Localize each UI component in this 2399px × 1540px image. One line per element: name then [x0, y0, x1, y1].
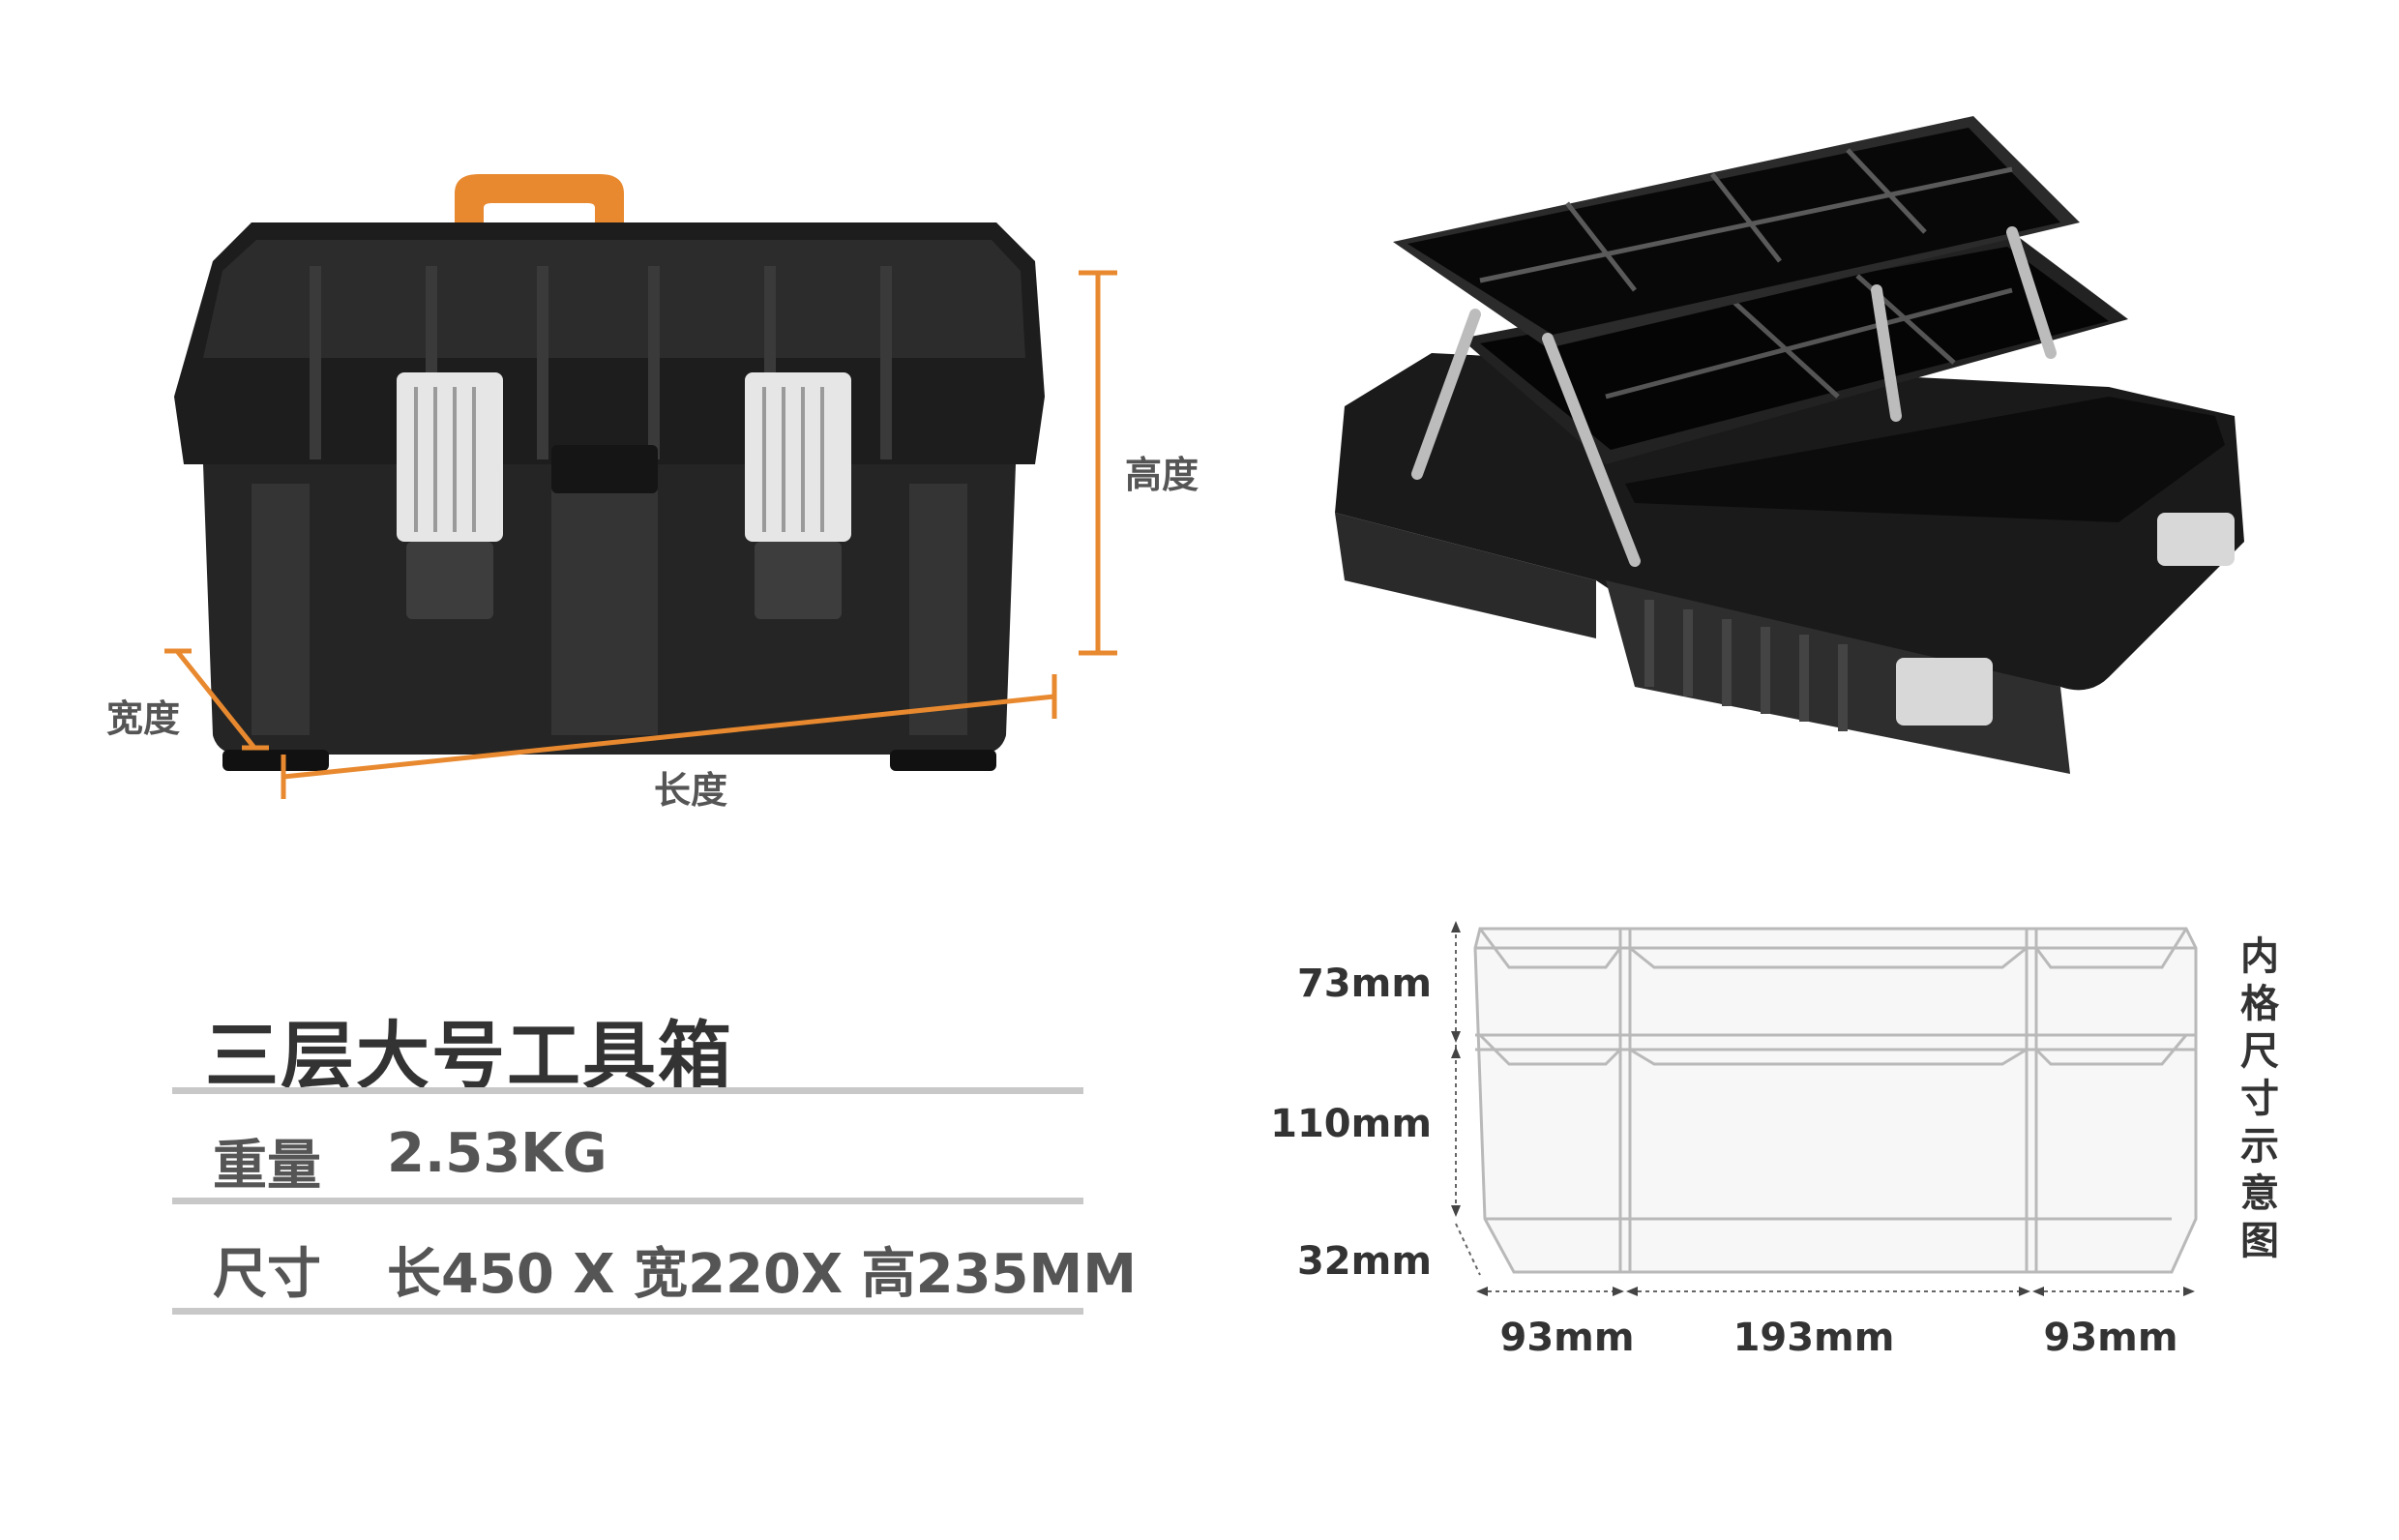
height-dimension-line [1079, 270, 1117, 656]
width-dimension-line [164, 648, 269, 751]
height-label: 高度 [1125, 454, 1200, 496]
height-dim-bottom: 32mm [1297, 1239, 1432, 1284]
product-title: 三层大号工具箱 [205, 1013, 733, 1099]
divider [172, 1308, 1083, 1315]
width-dim-left: 93mm [1499, 1316, 1634, 1360]
width-label: 宽度 [106, 697, 181, 740]
front-clasp-shape [1896, 658, 1993, 726]
spec-size-label: 尺寸 [213, 1243, 321, 1306]
width-dim-right: 93mm [2043, 1316, 2177, 1360]
right-clasp-shape [745, 372, 851, 619]
spec-size-value: 长450 X 宽220X 高235MM [387, 1243, 1137, 1306]
left-clasp-shape [397, 372, 503, 619]
closed-toolbox-illustration [145, 155, 1161, 813]
width-dim-center: 193mm [1733, 1316, 1895, 1360]
height-dim-middle: 110mm [1270, 1102, 1432, 1146]
inner-dimension-diagram: 73mm 110mm 32mm 93mm 193mm 93mm [1270, 900, 2322, 1403]
length-dimension-line [281, 674, 1057, 799]
spec-weight-value: 2.53KG [387, 1122, 607, 1185]
open-toolbox-illustration [1316, 97, 2302, 832]
diagram-caption: 内格尺寸示意图 [2240, 934, 2279, 1263]
divider [172, 1198, 1083, 1204]
height-dim-top: 73mm [1297, 962, 1432, 1006]
length-label: 长度 [654, 769, 728, 812]
side-clasp-shape [2157, 513, 2235, 566]
spec-weight-label: 重量 [213, 1135, 321, 1198]
divider [172, 1087, 1083, 1094]
handle-shape [455, 174, 624, 261]
